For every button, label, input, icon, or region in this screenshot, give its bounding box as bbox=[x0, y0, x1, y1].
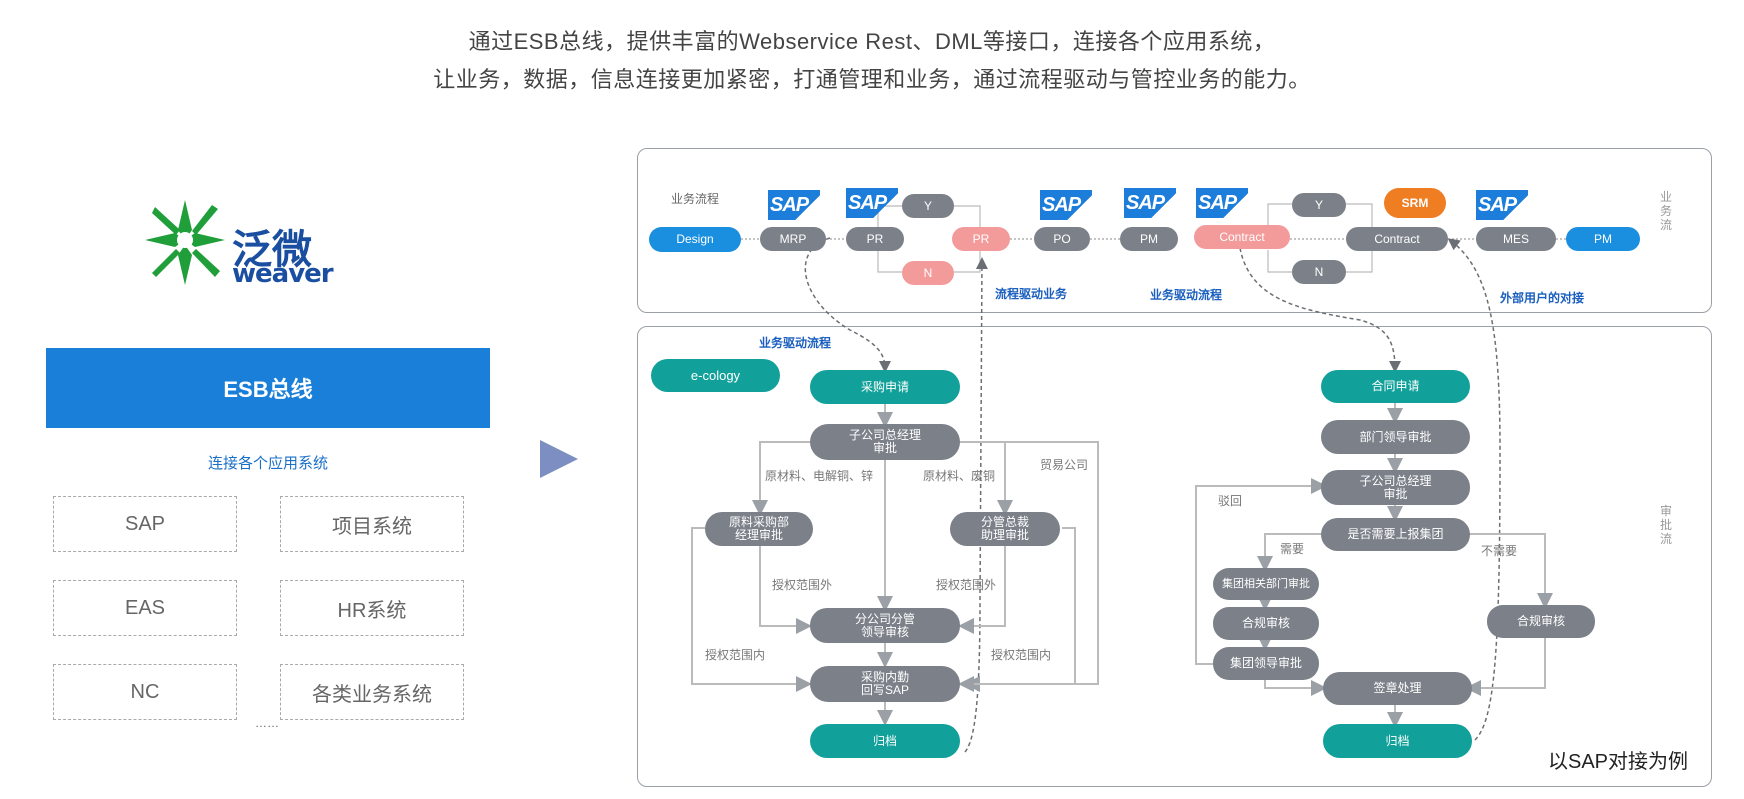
right-arrow-icon bbox=[540, 440, 578, 478]
system-box-nc: NC bbox=[53, 664, 237, 720]
side-label-business: 业 务 流 bbox=[1659, 190, 1672, 232]
node-seal: 签章处理 bbox=[1323, 672, 1472, 705]
caption-biz-drive: 业务驱动流程 bbox=[1150, 288, 1223, 302]
node-pr-1: PR bbox=[846, 227, 904, 251]
label-no-need: 不需要 bbox=[1481, 544, 1518, 558]
weaver-logo: 泛微 weaver bbox=[140, 195, 350, 295]
node-n-2: N bbox=[1292, 260, 1346, 284]
node-pm-2: PM bbox=[1566, 227, 1640, 251]
node-mrp: MRP bbox=[760, 227, 826, 251]
logo-cn: 泛微 bbox=[232, 227, 312, 273]
node-contract-apply: 合同申请 bbox=[1321, 370, 1470, 403]
esb-title: ESB总线 bbox=[223, 377, 313, 402]
node-mes: MES bbox=[1476, 227, 1556, 251]
label-in-1: 授权范围内 bbox=[705, 648, 766, 662]
label-trade: 贸易公司 bbox=[1040, 458, 1089, 472]
node-y-2: Y bbox=[1292, 193, 1346, 217]
logo-en: weaver bbox=[232, 259, 334, 289]
label-raw-2: 原材料、废铜 bbox=[923, 469, 996, 483]
node-archive-left: 归档 bbox=[810, 724, 960, 758]
node-contract-2: Contract bbox=[1346, 227, 1448, 251]
node-raw-mgr-approve: 原料采购部 经理审批 bbox=[705, 512, 813, 546]
node-archive-right: 归档 bbox=[1323, 724, 1472, 758]
node-sub-gm-approve: 子公司总经理 审批 bbox=[810, 424, 960, 460]
node-n-1: N bbox=[902, 261, 954, 285]
node-pm-1: PM bbox=[1120, 227, 1178, 251]
node-dept-lead-approve: 部门领导审批 bbox=[1321, 420, 1470, 454]
side-label-approval: 审 批 流 bbox=[1659, 504, 1672, 546]
label-raw-1: 原材料、电解铜、锌 bbox=[765, 469, 874, 483]
weaver-logo-icon bbox=[145, 200, 225, 285]
flow-label: 业务流程 bbox=[671, 192, 720, 206]
node-group-lead-approve: 集团领导审批 bbox=[1213, 647, 1319, 680]
sap-logo-3: SAP bbox=[1040, 190, 1092, 220]
system-box-sap: SAP bbox=[53, 496, 237, 552]
node-sub-gm-approve-right: 子公司总经理 审批 bbox=[1321, 470, 1470, 505]
sap-logo-5: SAP bbox=[1196, 188, 1248, 218]
sap-logo-2: SAP bbox=[846, 188, 898, 218]
header-line-2: 让业务，数据，信息连接更加紧密，打通管理和业务，通过流程驱动与管控业务的能力。 bbox=[433, 67, 1311, 92]
ellipsis: …… bbox=[255, 716, 279, 730]
esb-bar: ESB总线 bbox=[46, 348, 490, 428]
connect-label: 连接各个应用系统 bbox=[207, 455, 328, 472]
system-box-eas: EAS bbox=[53, 580, 237, 636]
sap-logo-1: SAP bbox=[768, 190, 820, 220]
node-pr-2: PR bbox=[952, 227, 1010, 251]
caption-flow-drive: 流程驱动业务 bbox=[995, 287, 1068, 301]
node-po: PO bbox=[1034, 227, 1090, 251]
node-compliance-1: 合规审核 bbox=[1213, 607, 1319, 640]
sap-logo-4: SAP bbox=[1124, 188, 1176, 218]
node-compliance-2: 合规审核 bbox=[1487, 605, 1595, 638]
node-contract-1: Contract bbox=[1194, 225, 1290, 249]
node-design: Design bbox=[649, 227, 741, 252]
label-reject: 驳回 bbox=[1218, 494, 1243, 508]
label-need: 需要 bbox=[1280, 542, 1305, 556]
caption-external: 外部用户的对接 bbox=[1500, 291, 1585, 305]
system-box-project: 项目系统 bbox=[280, 496, 464, 552]
node-group-dept-approve: 集团相关部门审批 bbox=[1213, 568, 1319, 600]
header-line-1: 通过ESB总线，提供丰富的Webservice Rest、DML等接口，连接各个… bbox=[468, 29, 1276, 54]
node-y-1: Y bbox=[902, 194, 954, 218]
footer-note: 以SAP对接为例 bbox=[1548, 751, 1689, 773]
node-internal-writeback: 采购内勤 回写SAP bbox=[810, 666, 960, 702]
node-ecology: e-cology bbox=[651, 359, 780, 392]
node-report-group: 是否需要上报集团 bbox=[1321, 518, 1470, 551]
node-branch-lead-review: 分公司分管 领导审核 bbox=[810, 608, 960, 643]
bottom-panel-title: 业务驱动流程 bbox=[759, 336, 832, 350]
label-out-1: 授权范围外 bbox=[772, 578, 833, 592]
system-box-others: 各类业务系统 bbox=[280, 664, 464, 720]
approval-flow-panel bbox=[637, 326, 1712, 787]
node-vp-approve: 分管总裁 助理审批 bbox=[950, 512, 1060, 546]
label-out-2: 授权范围外 bbox=[936, 578, 997, 592]
node-purchase-apply: 采购申请 bbox=[810, 370, 960, 404]
label-in-2: 授权范围内 bbox=[991, 648, 1052, 662]
sap-logo-6: SAP bbox=[1476, 190, 1528, 220]
node-srm: SRM bbox=[1384, 188, 1446, 218]
system-box-hr: HR系统 bbox=[280, 580, 464, 636]
